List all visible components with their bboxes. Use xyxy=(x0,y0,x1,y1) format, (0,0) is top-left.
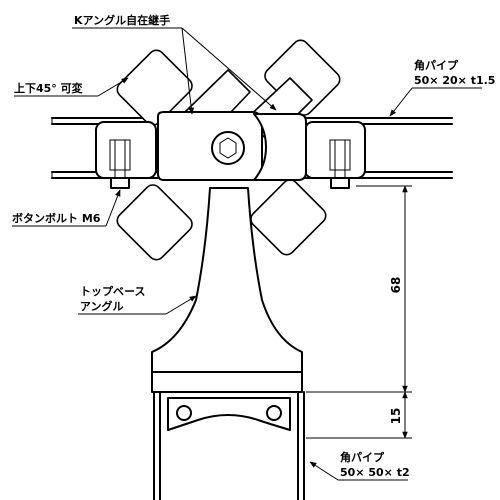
left-pipe-bracket xyxy=(95,121,157,189)
dimension-15: 15 xyxy=(389,408,403,425)
dimension-68: 68 xyxy=(389,277,403,294)
leader-lines xyxy=(12,27,482,481)
label-bottom-pipe-size: 50× 50× t2 xyxy=(340,466,410,479)
top-base-angle xyxy=(151,187,303,393)
label-button-bolt: ボタンボルト M6 xyxy=(12,211,101,225)
bottom-square-pipe xyxy=(153,391,305,500)
label-bottom-pipe-name: 角パイプ xyxy=(340,450,385,464)
label-top-base-line1: トップベース xyxy=(80,284,145,298)
k-angle-joint xyxy=(157,111,307,181)
tilt-range-outline xyxy=(116,39,341,261)
label-k-angle-joint: Kアングル自在継手 xyxy=(74,13,170,27)
label-top-pipe-size: 50× 20× t1.5 xyxy=(414,74,495,87)
dimension-lines xyxy=(306,185,412,439)
label-tilt-range: 上下45° 可変 xyxy=(14,81,83,95)
label-top-pipe-name: 角パイプ xyxy=(414,58,459,72)
right-pipe-bracket xyxy=(304,121,366,189)
label-top-base-line2: アングル xyxy=(80,299,124,313)
